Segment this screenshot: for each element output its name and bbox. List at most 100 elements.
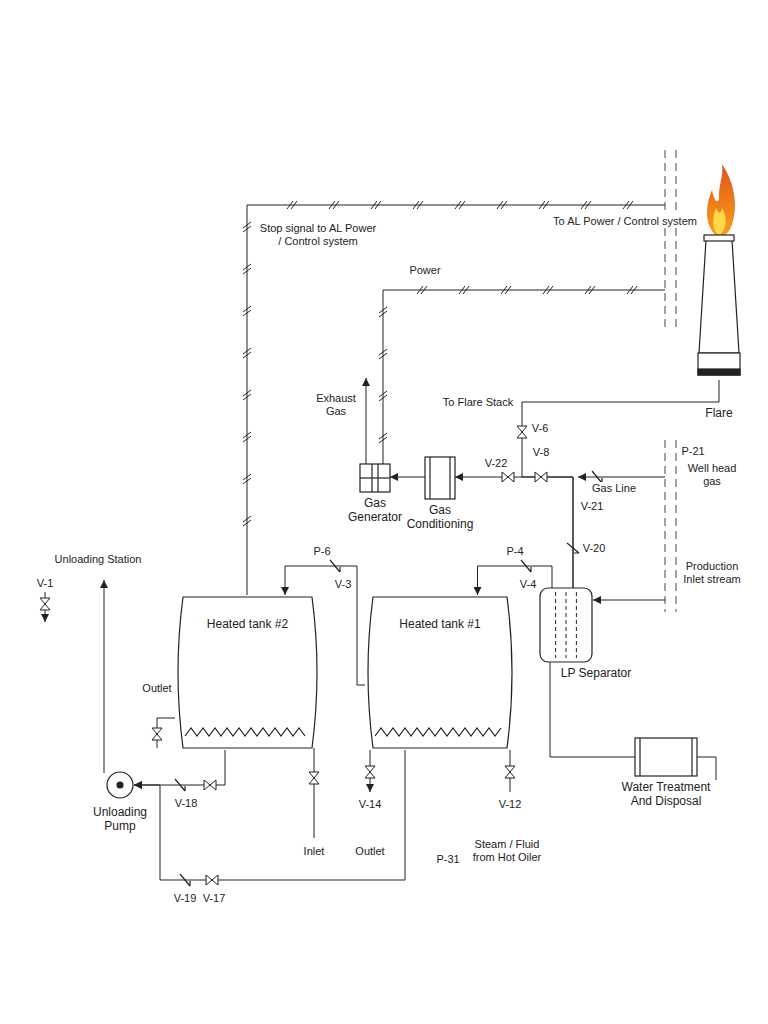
valve-symbol	[40, 426, 547, 885]
node-label: Water Treatment And Disposal	[610, 780, 722, 808]
callout-label: V-14	[358, 798, 383, 811]
lp-separator-part	[540, 588, 592, 662]
water-treatment-unit-part	[635, 738, 697, 776]
lp-separator-outline	[540, 588, 592, 662]
water-treatment-unit-part	[639, 738, 640, 776]
gas-conditioning-unit-part	[425, 457, 455, 499]
callout-label: Outlet	[141, 682, 172, 695]
signal-hash	[379, 395, 387, 401]
water-treatment-unit: Water Treatment And Disposal	[635, 738, 697, 776]
lp-separator-part	[576, 592, 577, 658]
signal-hash	[589, 286, 595, 294]
callout-label: V-18	[174, 797, 199, 810]
process-line	[45, 378, 716, 838]
signal-hash	[627, 201, 633, 209]
signal-line	[247, 205, 665, 595]
lp-separator: LP Separator	[540, 588, 592, 662]
callout-label: V-1	[36, 577, 55, 590]
water-treatment-unit-outline	[635, 738, 697, 776]
callout-label: Well head gas	[685, 462, 739, 488]
flare-stack-part	[704, 235, 734, 241]
callout-label: Stop signal to AL Power / Control system	[256, 222, 380, 248]
signal-hash	[379, 311, 387, 317]
flare-flame	[707, 164, 735, 238]
check-valve	[521, 560, 531, 572]
valve-symbol	[505, 766, 515, 778]
signal-hash	[243, 436, 251, 442]
signal-hash	[459, 201, 465, 209]
water-treatment-unit-part	[691, 738, 692, 776]
callout-label: V-20	[582, 542, 607, 555]
lp-separator-part	[555, 592, 556, 658]
check-valve	[175, 779, 185, 791]
check-valve	[567, 543, 579, 553]
callout-label: Power	[408, 264, 441, 277]
signal-hash	[379, 437, 387, 443]
valve-symbol	[204, 780, 216, 790]
signal-hash	[243, 520, 251, 526]
gas-conditioning-unit-part	[449, 457, 450, 499]
heated-tank: Heated tank #2	[175, 595, 320, 750]
flare-stack-part	[698, 369, 740, 375]
signal-hash	[543, 201, 549, 209]
pipe-connector	[134, 750, 225, 785]
check-valve	[180, 874, 190, 886]
valve-symbol	[365, 766, 375, 778]
unloading-pump-outline	[106, 771, 134, 799]
signal-hash	[631, 286, 637, 294]
node-title: Heated tank #2	[175, 595, 320, 631]
callout-label: Gas Line	[591, 482, 637, 495]
heated-tank: Heated tank #1	[365, 595, 515, 750]
signal-hash	[421, 286, 427, 294]
callout-label: V-8	[532, 446, 551, 459]
pipe-connector	[550, 662, 635, 757]
pipe-connector	[455, 477, 573, 588]
pipe-connector	[134, 750, 405, 880]
lp-separator-part	[566, 592, 567, 658]
signal-line	[383, 290, 665, 464]
node-title: Heated tank #1	[365, 595, 515, 631]
process-line	[157, 718, 175, 748]
callout-label: Inlet	[303, 845, 326, 858]
signal-line	[243, 201, 665, 595]
gas-generator-part	[377, 464, 378, 492]
valve-symbol	[40, 598, 50, 610]
callout-label: P-21	[680, 445, 705, 458]
valve-symbol	[309, 772, 319, 784]
node-label: Unloading Pump	[89, 805, 151, 833]
node-label: Gas Conditioning	[403, 503, 477, 531]
callout-label: Unloading Station	[54, 553, 143, 566]
callout-label: P-6	[312, 545, 331, 558]
signal-hash	[291, 201, 297, 209]
gas-generator-part	[360, 464, 390, 492]
callout-label: V-21	[580, 500, 605, 513]
signal-hash	[243, 394, 251, 400]
signal-hash	[243, 226, 251, 232]
callout-label: To Flare Stack	[442, 396, 514, 409]
callout-label: P-4	[505, 545, 524, 558]
unloading-pump-part	[117, 782, 123, 788]
gas-conditioning-unit-part	[429, 457, 430, 499]
gas-generator-part	[360, 477, 390, 478]
callout-label: V-22	[484, 457, 509, 470]
node-label: Flare	[704, 406, 733, 420]
valve-symbol	[152, 728, 162, 740]
gas-conditioning-unit: Gas Conditioning	[425, 457, 455, 499]
node-label: LP Separator	[560, 666, 633, 680]
signal-hash	[243, 268, 251, 274]
signal-hash	[243, 478, 251, 484]
flare-stack-outline	[695, 235, 743, 380]
check-valve	[330, 560, 340, 572]
signal-hash	[505, 286, 511, 294]
callout-label: V-6	[531, 422, 550, 435]
signal-hash	[547, 286, 553, 294]
valve-symbol	[502, 472, 514, 482]
callout-label: To AL Power / Control system	[552, 215, 698, 228]
valve-symbol	[535, 472, 547, 482]
signal-hash	[501, 201, 507, 209]
gas-generator-outline	[360, 464, 390, 492]
process-line	[366, 378, 367, 464]
